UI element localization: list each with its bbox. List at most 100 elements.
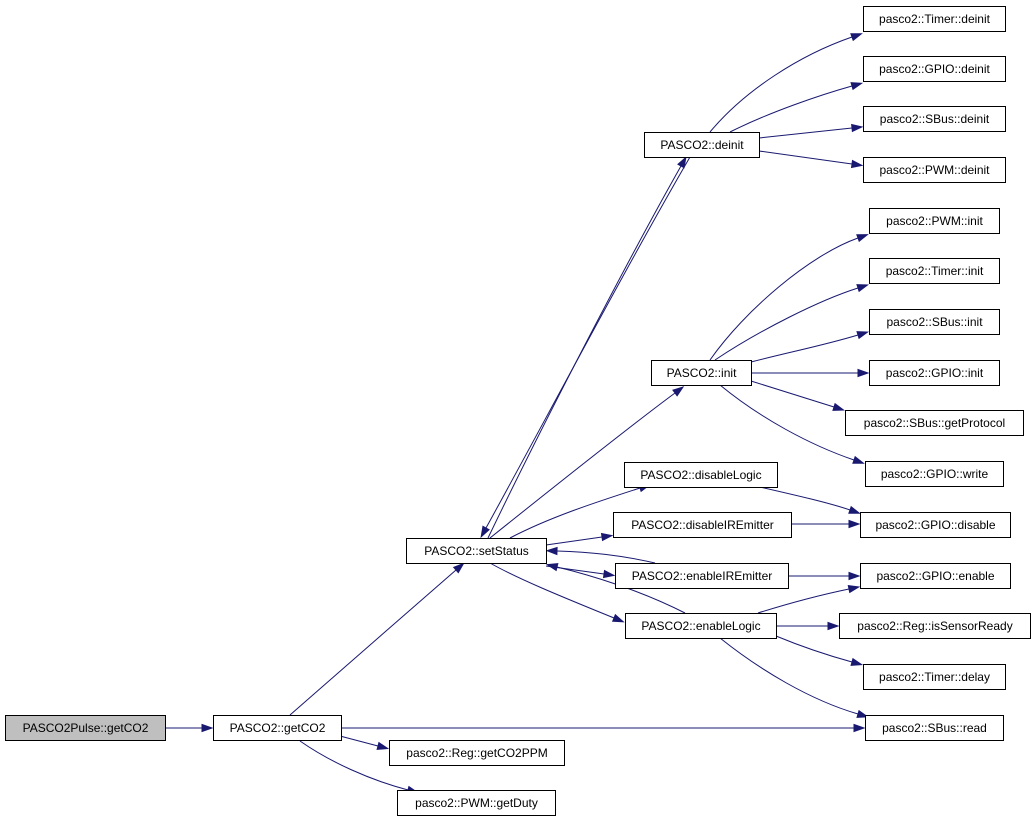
arrowhead-icon — [611, 613, 625, 623]
node-box — [863, 106, 1006, 132]
edge-line — [758, 150, 853, 165]
edge-line — [545, 536, 603, 546]
arrowhead-icon — [850, 82, 864, 91]
node-getCO2[interactable]: PASCO2::getCO2 — [213, 715, 342, 741]
arrowhead-icon — [856, 331, 870, 340]
node-setStatus[interactable]: PASCO2::setStatus — [406, 538, 547, 564]
arrowhead-icon — [600, 532, 614, 542]
node-box — [860, 563, 1011, 589]
node-box — [389, 740, 565, 766]
edge-line — [339, 735, 379, 747]
edge-line — [759, 486, 851, 511]
node-box — [869, 360, 1000, 386]
node-regIsSensorReady[interactable]: pasco2::Reg::isSensorReady — [839, 613, 1031, 639]
node-sbusInit[interactable]: pasco2::SBus::init — [869, 309, 1000, 335]
node-label: pasco2::PWM::getDuty — [415, 796, 538, 810]
edge-root-to-getCO2 — [165, 723, 214, 733]
node-label: pasco2::Timer::deinit — [879, 12, 991, 26]
node-pwmDeinit[interactable]: pasco2::PWM::deinit — [863, 157, 1006, 183]
node-gpioWrite[interactable]: pasco2::GPIO::write — [865, 461, 1004, 487]
node-label: pasco2::SBus::getProtocol — [864, 416, 1005, 430]
node-gpioDisable[interactable]: pasco2::GPIO::disable — [860, 512, 1011, 538]
arrowhead-icon — [857, 368, 870, 378]
edge-line — [757, 588, 850, 614]
node-label: pasco2::Timer::init — [886, 264, 984, 278]
node-box — [865, 461, 1004, 487]
node-init[interactable]: PASCO2::init — [651, 360, 752, 386]
edge-line — [489, 392, 676, 539]
node-box — [406, 538, 547, 564]
node-label: PASCO2::setStatus — [424, 544, 529, 558]
arrowhead-icon — [851, 123, 864, 133]
edge-line — [750, 334, 859, 363]
node-enableIREmitter[interactable]: PASCO2::enableIREmitter — [615, 563, 789, 589]
node-gpioEnable[interactable]: pasco2::GPIO::enable — [860, 563, 1011, 589]
edge-enableIREmitter-to-setStatus — [545, 546, 656, 564]
node-timerInit[interactable]: pasco2::Timer::init — [869, 258, 1000, 284]
node-box — [644, 132, 760, 158]
node-box — [869, 309, 1000, 335]
node-timerDelay[interactable]: pasco2::Timer::delay — [863, 664, 1006, 690]
arrowhead-icon — [452, 562, 465, 574]
node-deinit[interactable]: PASCO2::deinit — [644, 132, 760, 158]
node-label: PASCO2Pulse::getCO2 — [23, 721, 149, 735]
node-label: PASCO2::getCO2 — [230, 721, 326, 735]
node-enableLogic[interactable]: PASCO2::enableLogic — [625, 613, 777, 639]
node-box — [869, 258, 1000, 284]
arrowhead-icon — [545, 546, 558, 556]
arrowhead-icon — [850, 657, 864, 666]
node-label: pasco2::GPIO::write — [881, 467, 989, 481]
edge-init-to-gpioWrite — [719, 384, 865, 464]
node-label: PASCO2::deinit — [660, 138, 744, 152]
edge-line — [714, 287, 859, 361]
node-gpioInit[interactable]: pasco2::GPIO::init — [869, 360, 1000, 386]
node-pwmInit[interactable]: pasco2::PWM::init — [869, 208, 1000, 234]
node-sbusGetProtocol[interactable]: pasco2::SBus::getProtocol — [845, 410, 1024, 436]
edge-line — [299, 740, 409, 791]
arrowhead-icon — [827, 621, 840, 631]
edge-deinit-to-pwmDeinit — [758, 150, 864, 169]
edge-line — [750, 380, 835, 408]
edge-init-to-sbusGetProtocol — [750, 380, 845, 411]
node-root[interactable]: PASCO2Pulse::getCO2 — [5, 715, 166, 741]
node-label: pasco2::GPIO::enable — [876, 569, 994, 583]
node-timerDeinit[interactable]: pasco2::Timer::deinit — [863, 6, 1006, 32]
arrowhead-icon — [832, 402, 845, 411]
node-box — [863, 6, 1006, 32]
node-label: pasco2::GPIO::disable — [875, 518, 995, 532]
node-disableLogic[interactable]: PASCO2::disableLogic — [624, 462, 778, 488]
arrowhead-icon — [856, 234, 869, 243]
node-disableIREmitter[interactable]: PASCO2::disableIREmitter — [613, 512, 792, 538]
node-label: PASCO2::disableIREmitter — [631, 518, 774, 532]
edge-setStatus-to-init — [489, 386, 685, 539]
node-label: pasco2::PWM::deinit — [879, 163, 990, 177]
node-label: pasco2::SBus::read — [882, 721, 987, 735]
node-box — [869, 208, 1000, 234]
edge-deinit-to-sbusDeinit — [758, 123, 864, 139]
edge-line — [509, 487, 641, 539]
node-sbusRead[interactable]: pasco2::SBus::read — [865, 715, 1004, 741]
node-box — [651, 360, 752, 386]
node-label: pasco2::PWM::init — [886, 214, 983, 228]
node-box — [213, 715, 342, 741]
node-pwmGetDuty[interactable]: pasco2::PWM::getDuty — [397, 790, 556, 816]
node-regGetCO2PPM[interactable]: pasco2::Reg::getCO2PPM — [389, 740, 565, 766]
edge-line — [719, 637, 859, 715]
arrowhead-icon — [850, 33, 863, 42]
arrowhead-icon — [480, 525, 490, 539]
node-box — [839, 613, 1031, 639]
edge-init-to-pwmInit — [709, 234, 869, 361]
node-box — [845, 410, 1024, 436]
node-sbusDeinit[interactable]: pasco2::SBus::deinit — [863, 106, 1006, 132]
arrowhead-icon — [677, 155, 687, 169]
node-box — [5, 715, 166, 741]
node-label: PASCO2::init — [667, 366, 737, 380]
edge-line — [489, 562, 615, 619]
edge-line — [719, 384, 855, 461]
node-label: pasco2::Reg::isSensorReady — [857, 619, 1012, 633]
arrowhead-icon — [856, 284, 869, 293]
node-label: pasco2::Reg::getCO2PPM — [406, 746, 547, 760]
node-gpioDeinit[interactable]: pasco2::GPIO::deinit — [863, 56, 1006, 82]
edge-line — [775, 635, 853, 663]
